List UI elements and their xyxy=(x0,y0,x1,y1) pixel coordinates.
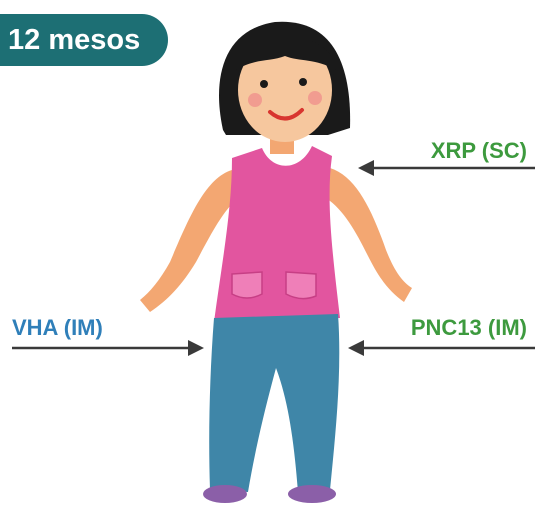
jeans xyxy=(209,314,340,492)
arrow-vha xyxy=(12,340,204,356)
arrow-pnc13 xyxy=(348,340,535,356)
right-eye xyxy=(299,78,307,86)
right-shoe xyxy=(288,485,336,503)
left-eye xyxy=(260,80,268,88)
right-arm xyxy=(326,168,412,302)
left-shoe xyxy=(203,485,247,503)
right-cheek xyxy=(308,91,322,105)
label-xrp: XRP (SC) xyxy=(430,138,527,163)
label-pnc13: PNC13 (IM) xyxy=(410,315,527,340)
age-badge: 12 mesos xyxy=(0,14,168,66)
arrow-xrp xyxy=(358,160,535,176)
pink-top xyxy=(214,146,340,322)
hair-fringe xyxy=(236,36,336,70)
mouth xyxy=(268,108,304,121)
left-pocket xyxy=(231,271,263,299)
face xyxy=(238,38,332,142)
age-badge-text: 12 mesos xyxy=(8,24,141,56)
right-pocket xyxy=(285,271,317,300)
left-cheek xyxy=(248,93,262,107)
left-arm xyxy=(140,170,238,312)
label-vha: VHA (IM) xyxy=(12,315,103,340)
